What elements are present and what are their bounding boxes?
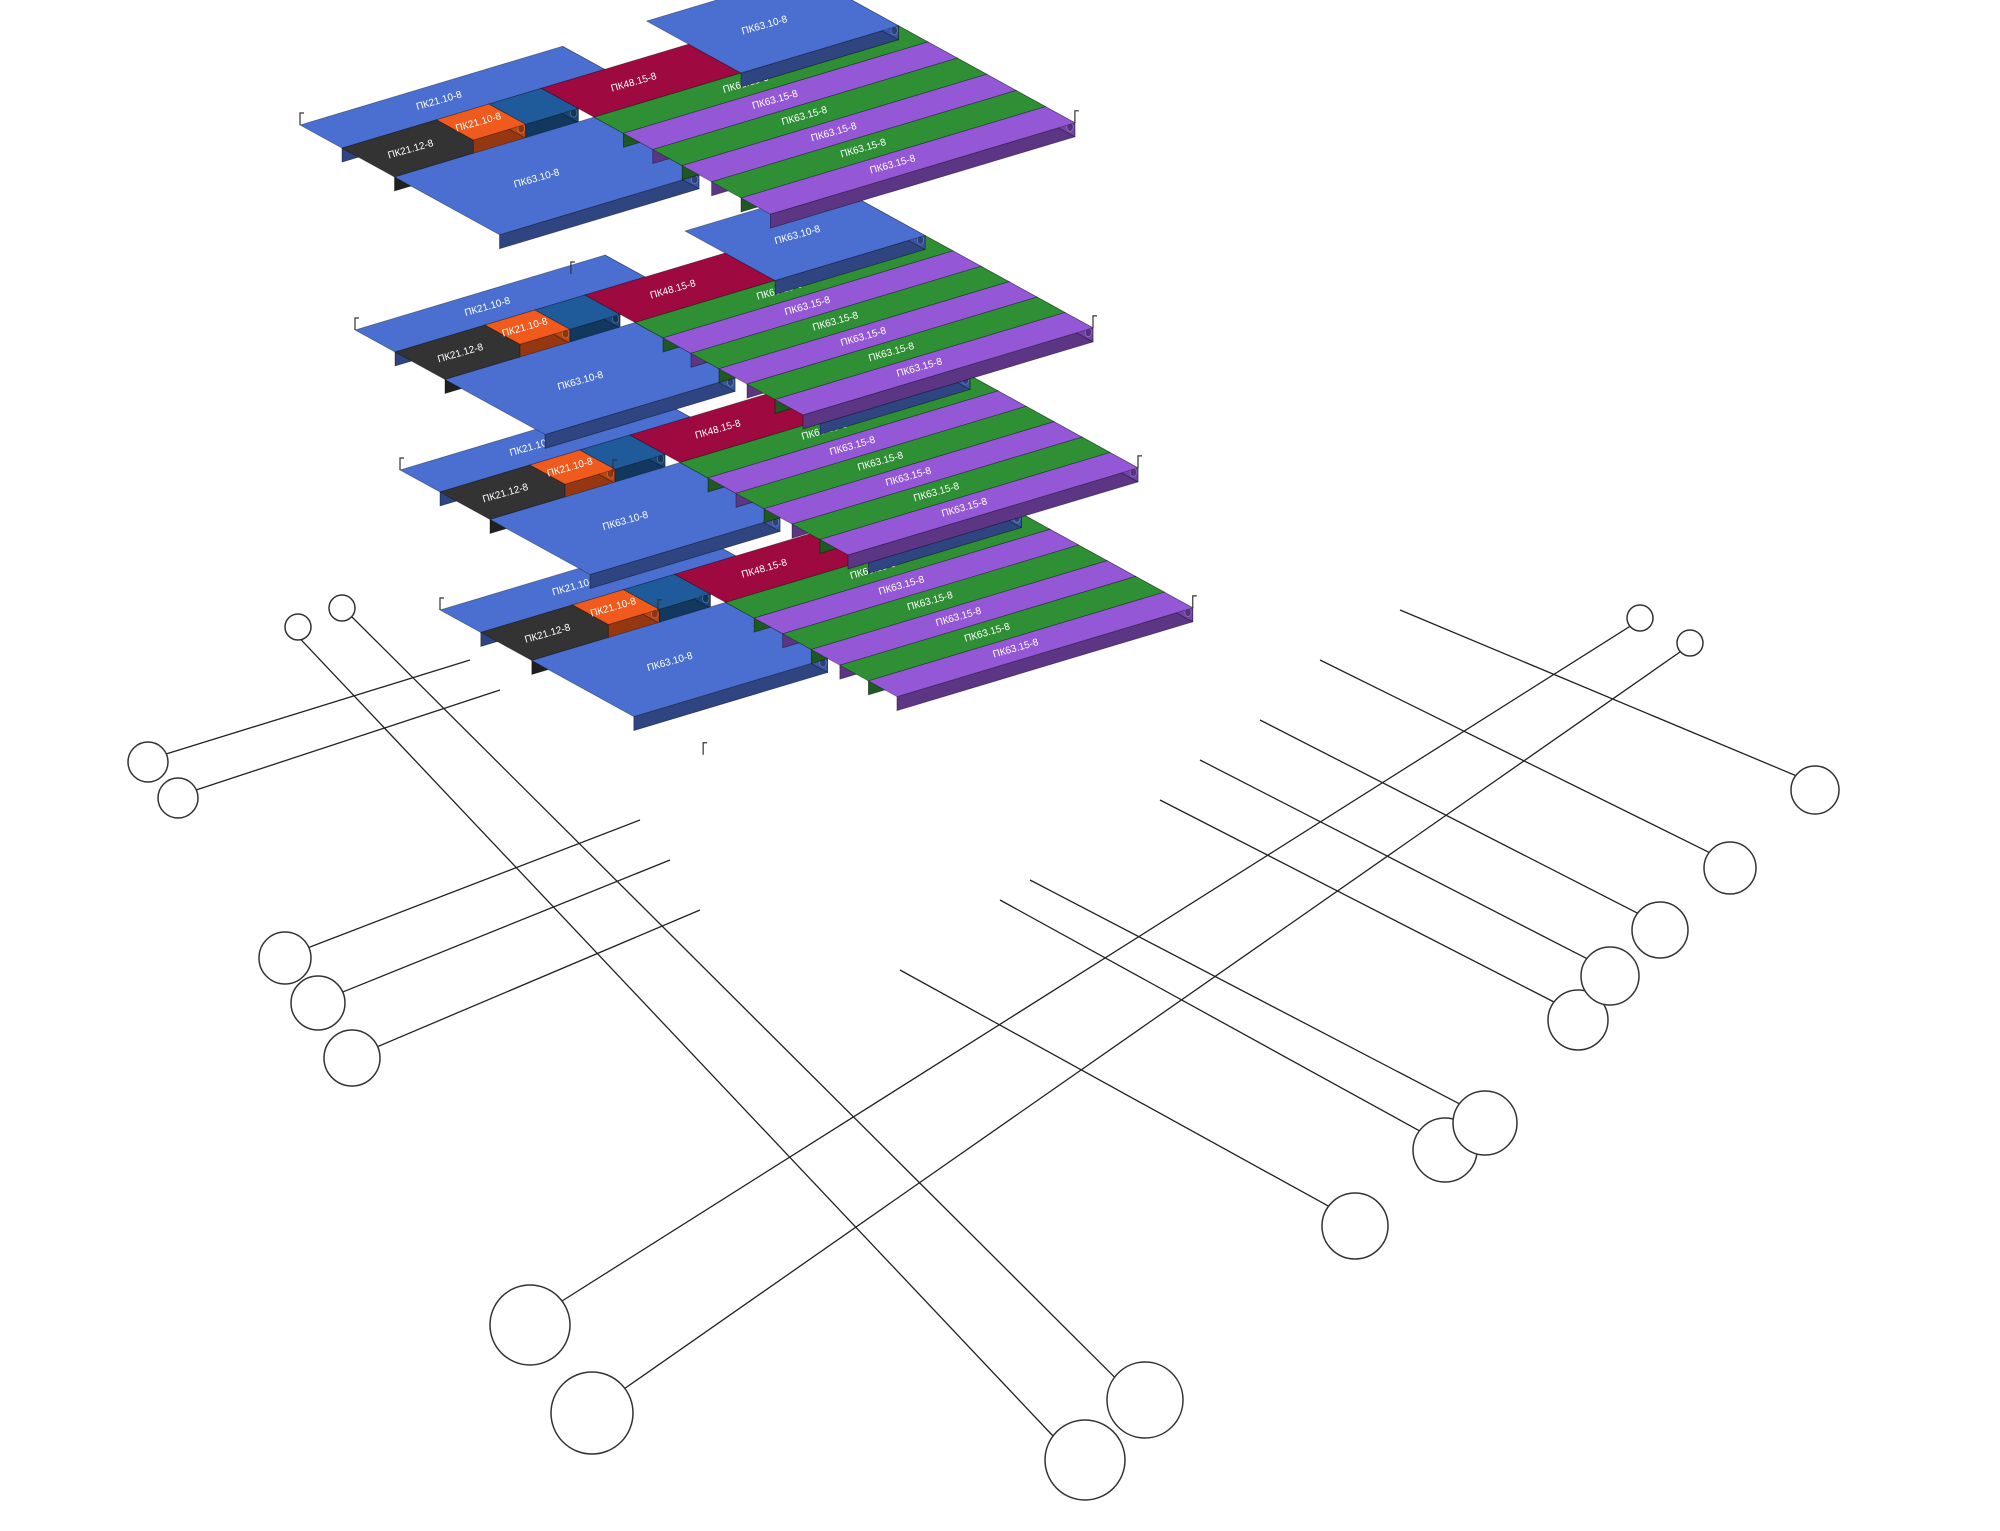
axis-bubble-Д xyxy=(1452,1090,1518,1156)
axis-bubble-4 xyxy=(290,975,346,1031)
axis-bubble-Л xyxy=(1790,765,1840,815)
slab-panel: ПК63.10-8 xyxy=(530,601,829,732)
axis-bubble-7 xyxy=(550,1371,634,1455)
axis-bubble-3 xyxy=(258,931,312,985)
slab-panel: ПК21.10-8 xyxy=(435,103,527,155)
axis-bubble-6 xyxy=(489,1284,571,1366)
axis-lines xyxy=(165,609,1797,1437)
slab-panel xyxy=(487,87,580,139)
axis-bubble-5 xyxy=(323,1029,381,1087)
slab-panel xyxy=(578,434,667,484)
axis-bubble-К xyxy=(1703,841,1757,895)
slab-panel: ПК21.10-8 xyxy=(528,449,617,499)
slab-panel: ПК21.10-8 xyxy=(483,309,572,359)
axis-bubbles xyxy=(127,594,1840,1501)
axis-bubble-small-2 xyxy=(1626,604,1654,632)
slab-panel xyxy=(622,573,712,624)
slab-levels: ПК21.10-8ПК21.12-8ПК21.10-8ПК48.15-8ПК63… xyxy=(298,0,1197,755)
slab-panel: ПК63.10-8 xyxy=(393,116,701,250)
slab-panel: ПК63.15-8 xyxy=(739,105,1076,229)
slab-panel: ПК63.15-8 xyxy=(867,591,1194,712)
axis-bubble-small-3 xyxy=(1676,629,1704,657)
slab-level-3: ПК21.10-8ПК21.12-8ПК21.10-8ПК48.15-8ПК63… xyxy=(353,173,1097,472)
axis-bubble-И xyxy=(1631,901,1689,959)
slab-panel: ПК63.10-8 xyxy=(645,0,900,88)
axis-bubble-2 xyxy=(157,777,199,819)
axis-bubble-В xyxy=(1321,1192,1389,1260)
axis-bubble-1 xyxy=(127,741,169,783)
axis-bubble-small-0 xyxy=(284,613,312,641)
slab-panel: ПК21.10-8 xyxy=(571,588,661,640)
slab-panel: ПК63.15-8 xyxy=(773,311,1095,430)
slab-panel xyxy=(533,294,622,344)
slab-level-2: ПК21.10-8ПК21.12-8ПК21.10-8ПК48.15-8ПК63… xyxy=(398,313,1142,612)
slab-level-4: ПК21.10-8ПК21.12-8ПК21.10-8ПК48.15-8ПК63… xyxy=(298,0,1079,274)
axis-bubble-Б xyxy=(1106,1361,1184,1439)
axis-bubble-Е xyxy=(1547,989,1609,1051)
axis-bubble-Ж xyxy=(1580,946,1640,1006)
axis-bubble-А xyxy=(1044,1419,1126,1501)
axis-bubble-small-1 xyxy=(328,594,356,622)
slab-panel: ПК63.10-8 xyxy=(443,321,737,450)
slab-panel: ПК63.15-8 xyxy=(818,451,1140,570)
